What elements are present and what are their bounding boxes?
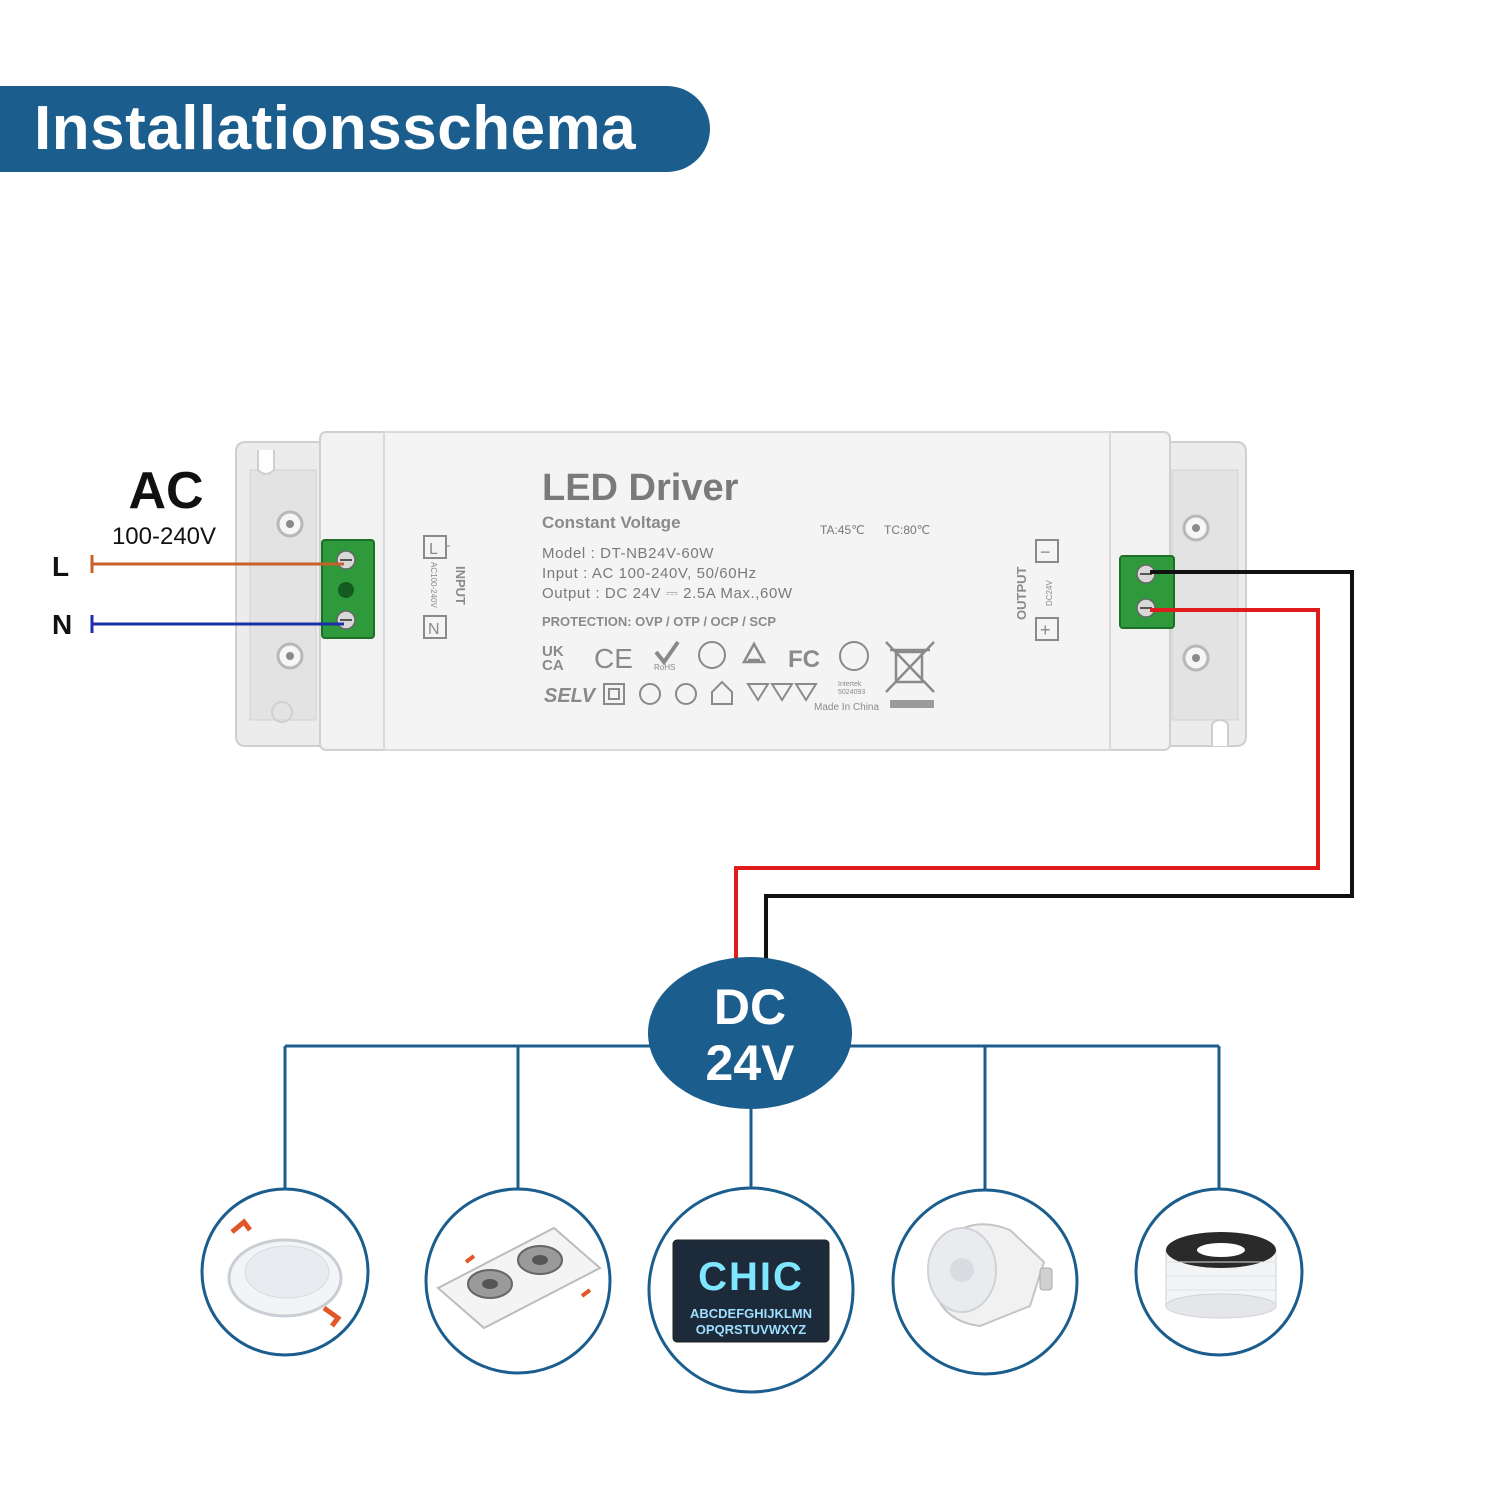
input-marking: L N AC100-240V INPUT — [423, 535, 468, 639]
load-double-spot-fixture — [424, 1187, 612, 1375]
live-label: L — [52, 551, 69, 582]
safety-symbol-icon — [639, 683, 661, 705]
output-term-minus: − — [1040, 542, 1051, 562]
ukca-mark-bottom: CA — [542, 657, 564, 674]
input-term-l: L — [429, 541, 438, 558]
fc-mark: FC — [788, 646, 820, 673]
dc-label: DC — [714, 979, 786, 1035]
led-driver: LED Driver Constant Voltage TA:45℃ TC:80… — [235, 431, 1247, 751]
output-range: DC24V — [1045, 580, 1054, 606]
led-strip-reel-icon — [1165, 1232, 1277, 1319]
output-term-plus: + — [1040, 620, 1051, 640]
dc-output-wires — [734, 570, 1354, 962]
load-led-sign: CHIC ABCDEFGHIJKLMN OPQRSTUVWXYZ — [647, 1186, 855, 1394]
driver-ta: TA:45℃ — [820, 523, 865, 537]
input-term-n: N — [428, 621, 440, 638]
led-sign-row2: OPQRSTUVWXYZ — [696, 1322, 807, 1337]
input-range: AC100-240V — [429, 562, 438, 608]
weee-bin-icon — [885, 641, 935, 693]
load-led-strip-reel — [1134, 1187, 1304, 1357]
made-in-label: Made In China — [814, 702, 879, 713]
positive-wire — [734, 608, 1320, 962]
mounting-mark-2-icon — [770, 683, 794, 702]
neutral-label: N — [52, 609, 72, 640]
recycle-icon — [741, 641, 767, 664]
ac-input: AC 100-240V L N — [52, 462, 344, 640]
etl-mark-icon — [839, 641, 869, 671]
load-gu10-bulb — [891, 1188, 1079, 1376]
title-banner: Installationsschema — [0, 86, 710, 172]
driver-input: Input : AC 100-240V, 50/60Hz — [542, 565, 757, 582]
rohs-check-icon — [654, 640, 680, 666]
intertek-number: 5024093 — [838, 689, 865, 696]
driver-name: LED Driver — [542, 467, 739, 509]
driver-subtitle: Constant Voltage — [542, 513, 681, 532]
dc-voltage: 24V — [706, 1035, 796, 1091]
dc-badge: DC 24V — [648, 957, 852, 1109]
ce-mark: CE — [594, 643, 633, 674]
driver-output: Output : DC 24V ⎓ 2.5A Max.,60W — [542, 585, 793, 602]
driver-tc: TC:80℃ — [884, 523, 930, 537]
lamp-symbol-icon — [675, 683, 697, 705]
output-label: OUTPUT — [1014, 567, 1029, 621]
negative-wire — [764, 570, 1354, 962]
indoor-use-icon — [711, 680, 733, 705]
input-label: INPUT — [453, 566, 468, 605]
rohs-mark: RoHS — [654, 663, 675, 672]
certification-marks: UK CA CE RoHS FC Intertek 5024093 SELV — [542, 640, 935, 713]
driver-model: Model : DT-NB24V-60W — [542, 545, 714, 562]
intertek-label: Intertek — [838, 681, 862, 688]
led-sign-word: CHIC — [698, 1255, 804, 1299]
class-ii-icon — [603, 683, 625, 705]
ukca-mark-top: UK — [542, 643, 564, 660]
ac-voltage: 100-240V — [112, 523, 216, 550]
driver-protection: PROTECTION: OVP / OTP / OCP / SCP — [542, 614, 776, 629]
mounting-mark-3-icon — [794, 683, 818, 702]
gu10-bulb-icon — [927, 1223, 1053, 1328]
mounting-mark-1-icon — [746, 683, 770, 702]
ac-label: AC — [128, 462, 203, 520]
double-spot-icon — [436, 1226, 602, 1330]
person-symbol-icon — [698, 641, 726, 669]
output-terminal-block — [1119, 555, 1175, 629]
load-recessed-downlight — [200, 1187, 370, 1357]
selv-mark: SELV — [544, 685, 597, 707]
led-sign-row1: ABCDEFGHIJKLMN — [690, 1306, 812, 1321]
output-marking: OUTPUT DC24V − + — [1014, 539, 1059, 641]
led-sign-icon — [672, 1239, 830, 1343]
